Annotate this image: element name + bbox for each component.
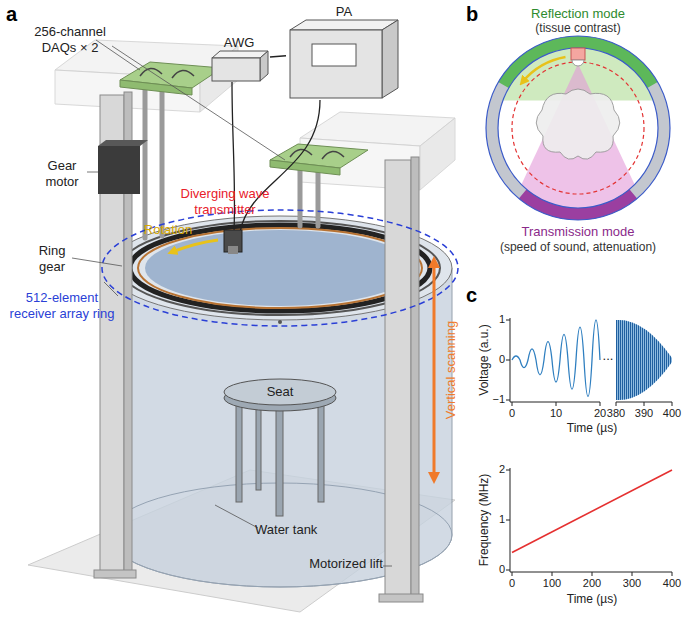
frequency-line — [512, 470, 672, 553]
ring-border — [498, 48, 658, 208]
lift-pillar — [385, 160, 411, 600]
panel-letter: c — [466, 283, 486, 307]
part-label: Water tank — [255, 522, 335, 538]
tick-label: −1 — [475, 393, 505, 406]
gear-motor-top — [98, 140, 148, 146]
tick-label: 0 — [497, 407, 527, 420]
motion-label: Vertical scanning — [443, 305, 459, 435]
instrument-box: AWG — [208, 36, 270, 82]
tick-label: 300 — [617, 577, 647, 590]
tick-label: 390 — [629, 407, 659, 420]
amplifier-box: PA — [286, 4, 402, 100]
brain-outline — [536, 89, 620, 159]
tick-label: 380 — [601, 407, 631, 420]
tick-label: 100 — [537, 577, 567, 590]
axis-title: Time (µs) — [542, 592, 642, 606]
panel-letter: b — [466, 2, 486, 26]
reflection-arc — [498, 36, 657, 88]
rotation-arrow — [523, 57, 566, 82]
part-label: Gear motor — [37, 158, 87, 190]
tick-label: 10 — [541, 407, 571, 420]
axis-title: Time (µs) — [542, 421, 642, 435]
lift-base — [94, 570, 136, 578]
part-label: Diverging wave transmitter — [170, 186, 280, 218]
part-label: 512-element receiver array ring — [3, 290, 121, 322]
box-top — [212, 51, 268, 58]
tick-label: 1 — [475, 313, 505, 326]
support-rod — [160, 90, 165, 236]
scan-arrow — [433, 262, 436, 478]
mode-label: Transmission mode — [488, 224, 668, 240]
leader-line — [72, 40, 392, 566]
seat-leg — [318, 392, 324, 502]
plot-axes — [506, 318, 672, 406]
gear-motor — [98, 146, 140, 194]
mode-note: (tissue contrast) — [498, 21, 658, 35]
motion-label: Rotation — [138, 222, 198, 238]
seat-leg — [236, 392, 242, 502]
signal-cable — [270, 56, 286, 57]
amplifier-screen — [312, 44, 356, 66]
box-top — [290, 20, 398, 30]
transmitter-face — [228, 246, 238, 254]
receiver-ring — [102, 210, 458, 326]
daq-board-edge — [120, 80, 192, 95]
lift-pillar-side — [411, 157, 419, 597]
tick-label: 1 — [475, 513, 505, 526]
tick-label: 0 — [475, 563, 505, 576]
box-side — [260, 51, 268, 81]
mode-note: (speed of sound, attenuation) — [478, 240, 678, 254]
transmission-cone — [521, 64, 634, 208]
water-surface — [145, 230, 415, 306]
tick-label: 200 — [577, 577, 607, 590]
tank-dot — [278, 320, 282, 324]
support-rod — [316, 172, 321, 226]
box-front — [212, 58, 260, 81]
box-front — [290, 30, 382, 98]
chirp-waveform — [616, 320, 672, 400]
seat-leg — [276, 396, 283, 516]
panel-letter: a — [6, 2, 26, 26]
mode-label: Reflection mode — [498, 6, 658, 22]
tick-label: 0 — [497, 577, 527, 590]
rotation-arrow — [172, 240, 218, 252]
chirp-waveform — [512, 320, 600, 396]
ring-border — [486, 36, 670, 220]
box-side — [382, 20, 398, 98]
enclosure-side — [420, 118, 455, 190]
part-label: Ring gear — [32, 243, 72, 275]
rotation-path — [512, 62, 644, 194]
transmission-arc — [519, 189, 637, 220]
transducer — [571, 48, 585, 60]
tick-label: 400 — [659, 577, 685, 590]
part-label: 256-channel DAQs × 2 — [25, 24, 115, 56]
node-text: PA — [286, 4, 402, 19]
node-text: Seat — [222, 384, 338, 399]
axis-break: ... — [598, 348, 618, 364]
chirp-envelope — [616, 320, 672, 400]
axis-title: Voltage (a.u.) — [477, 310, 491, 410]
ring-track — [138, 228, 422, 308]
lift-base — [379, 594, 423, 602]
part-label: Motorized lift — [309, 556, 383, 572]
support-rod — [298, 170, 303, 226]
plot-axes — [506, 468, 672, 576]
axis-title: Frequency (MHz) — [477, 465, 491, 575]
node-text: AWG — [208, 35, 270, 50]
seat-disc: Seat — [222, 376, 338, 414]
support-rod — [143, 88, 148, 238]
transducer-lens — [572, 60, 584, 66]
daq-board-edge — [270, 160, 340, 175]
tick-label: 400 — [659, 407, 685, 420]
tick-label: 2 — [475, 463, 505, 476]
tick-label: 0 — [475, 353, 505, 366]
